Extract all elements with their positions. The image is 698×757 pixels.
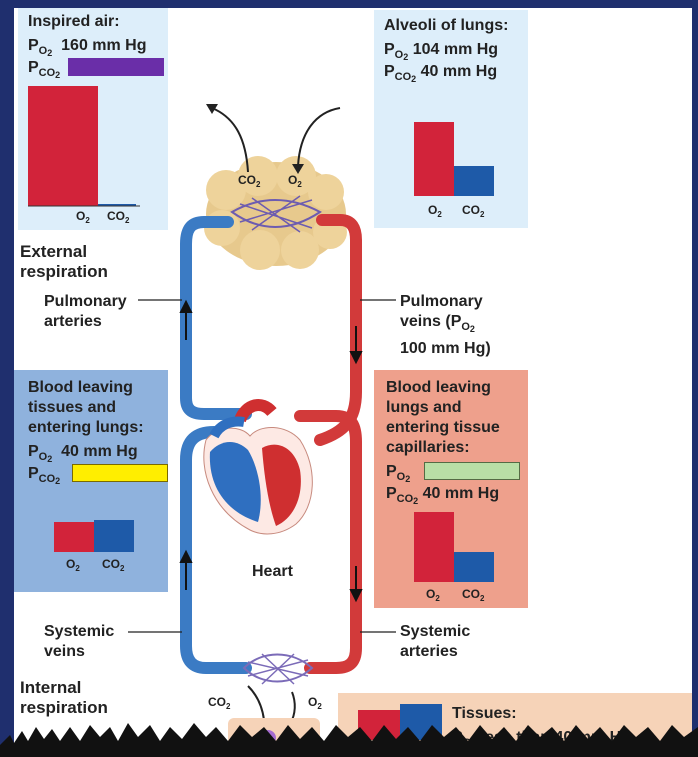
co2-exhale-arrowhead (206, 104, 218, 114)
heart-label: Heart (252, 563, 293, 580)
systemic-artery-vessel (294, 410, 362, 674)
tissues-title: Tissues: (452, 705, 517, 722)
inspired-air-co2-bar (98, 204, 136, 206)
alveoli-co2-bar (454, 166, 494, 196)
tissue-exchange-arrow-left (247, 685, 265, 721)
blood-leaving-tissues-po2: PO2 40 mm Hg (28, 443, 138, 464)
alveoli-o2-tick: O2 (428, 203, 442, 219)
inspired-air-o2-tick: O2 (76, 209, 90, 225)
blood-leaving-lungs-po2-fill (424, 462, 520, 480)
tissues-blood-co2-bar (94, 520, 134, 552)
inspired-air-title: Inspired air: (28, 13, 120, 30)
lungs-blood-co2-bar (454, 552, 494, 582)
blood-leaving-lungs-po2: PO2 (386, 463, 411, 484)
systemic-vein-vessel (180, 426, 252, 674)
inspired-air-o2-bar (28, 86, 98, 206)
alveoli-o2-bar (414, 122, 454, 196)
tissues-blood-o2-tick: O2 (66, 557, 80, 573)
inspired-air-pco2-fill (68, 58, 164, 76)
alveoli-pco2: PCO2 40 mm Hg (384, 63, 498, 84)
tissues-blood-o2-bar (54, 522, 94, 552)
co2-exhale-arrow (211, 107, 249, 173)
leader-lines (128, 299, 396, 633)
blood-leaving-lungs-pco2: PCO2 40 mm Hg (386, 485, 500, 506)
alveoli-title: Alveoli of lungs: (384, 17, 509, 34)
frame-top-edge (0, 0, 698, 8)
frame-right-edge (692, 0, 698, 757)
tissue-capillary-bed (242, 653, 314, 685)
blood-leaving-tissues-pco2-fill (72, 464, 168, 482)
tissues-blood-co2-tick: CO2 (102, 557, 125, 573)
heart-illustration (203, 399, 313, 535)
flow-arrows (179, 299, 363, 603)
frame-left-edge (0, 0, 14, 757)
alveoli-co2-label: CO2 (238, 173, 261, 189)
inspired-air-pco2: PCO2 (28, 59, 61, 80)
alveoli-co2-tick: CO2 (462, 203, 485, 219)
tissue-co2-label: CO2 (208, 695, 231, 711)
inspired-air-po2: PO2 160 mm Hg (28, 37, 147, 58)
inspired-air-co2-tick: CO2 (107, 209, 130, 225)
lungs-blood-o2-bar (414, 512, 454, 582)
o2-inhale-arrowhead (292, 164, 304, 174)
blood-leaving-tissues-pco2: PCO2 (28, 465, 61, 486)
lungs-blood-o2-tick: O2 (426, 587, 440, 603)
alveoli-po2: PO2 104 mm Hg (384, 41, 499, 62)
lungs-blood-co2-tick: CO2 (462, 587, 485, 603)
crowd-silhouette-overlay (0, 723, 698, 757)
o2-inhale-arrow (297, 107, 341, 167)
alveoli-cluster (204, 156, 347, 270)
pulmonary-vein-vessel (314, 214, 362, 446)
